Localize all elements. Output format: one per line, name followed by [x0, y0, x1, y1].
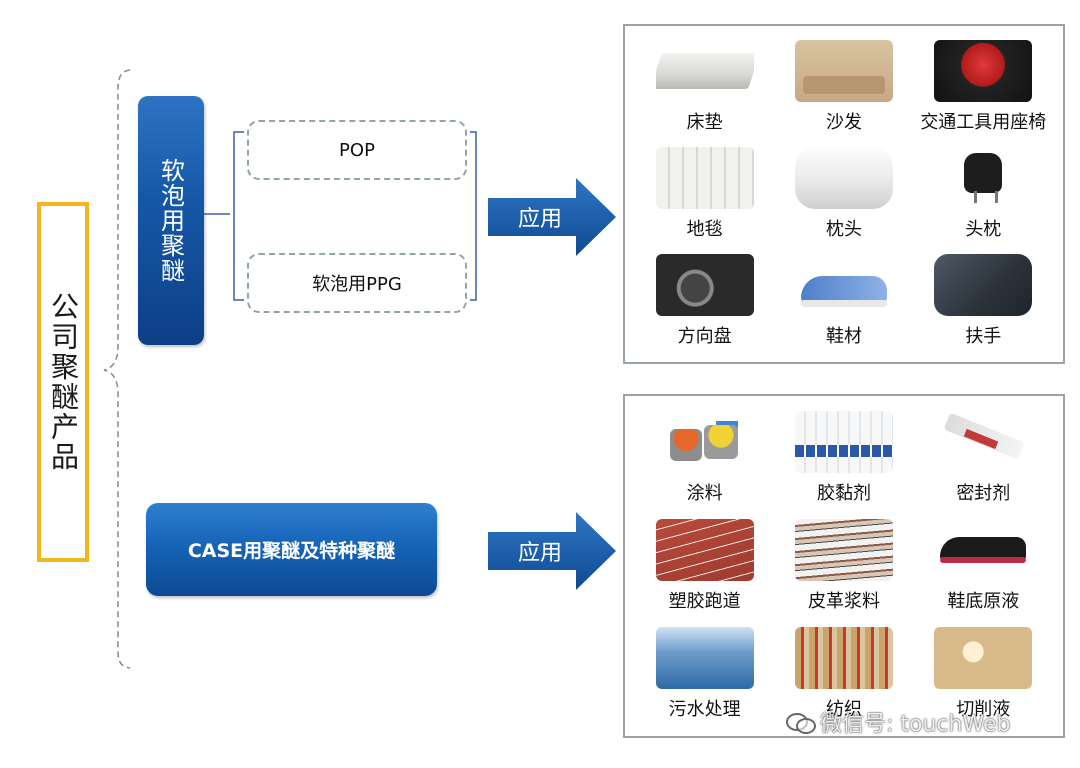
arrow-right-icon: [488, 512, 616, 590]
application-item: 沙发: [774, 34, 913, 141]
application-item: 方向盘: [635, 247, 774, 354]
application-label: 鞋底原液: [947, 591, 1020, 612]
application-label: 枕头: [825, 218, 862, 240]
application-item: 扶手: [914, 247, 1053, 354]
steering-wheel-icon: [655, 253, 754, 316]
soft-foam-polyether-pill: 软泡用聚醚: [138, 96, 204, 345]
application-label: 切削液: [956, 699, 1011, 720]
pillow-icon: [794, 146, 893, 209]
paint-icon: [656, 411, 754, 473]
application-arrow-top-label: 应用: [517, 207, 562, 232]
application-label: 塑胶跑道: [668, 591, 741, 612]
application-label: 沙发: [825, 112, 862, 134]
pop-product-box: POP: [247, 120, 467, 180]
carpet-icon: [655, 146, 754, 209]
soft-foam-polyether-label: 软泡用聚醚: [156, 158, 185, 283]
sealant-icon: [934, 411, 1032, 473]
application-arrow-top: 应用: [488, 178, 616, 256]
cutting-fluid-icon: [934, 627, 1033, 689]
application-item: 鞋材: [774, 247, 913, 354]
shoe-sole-icon: [934, 519, 1032, 581]
application-item: 塑胶跑道: [635, 512, 774, 620]
arrow-right-icon: [488, 178, 616, 256]
application-item: 涂料: [635, 404, 774, 512]
headrest-icon: [934, 147, 1032, 209]
shoe-icon: [795, 254, 893, 316]
watermark-text: 微信号: touchWeb: [820, 712, 1011, 737]
application-label: 污水处理: [668, 699, 741, 720]
application-label: 密封剂: [956, 483, 1011, 504]
application-label: 地毯: [686, 218, 723, 240]
armrest-icon: [934, 253, 1033, 316]
application-item: 交通工具用座椅: [914, 34, 1053, 141]
application-label: 皮革浆料: [807, 591, 880, 612]
company-polyether-products-box: 公司聚醚产品: [37, 202, 89, 562]
application-item: 切削液: [914, 620, 1053, 728]
soft-foam-ppg-product-box: 软泡用PPG: [247, 253, 467, 313]
soft-foam-ppg-product-label: 软泡用PPG: [312, 274, 402, 295]
application-item: 地毯: [635, 141, 774, 248]
leather-icon: [794, 519, 893, 581]
mattress-icon: [655, 40, 754, 102]
application-item: 鞋底原液: [914, 512, 1053, 620]
application-arrow-bottom: 应用: [488, 512, 616, 590]
product-bracket-lines: [204, 131, 477, 301]
application-label: 纺织: [825, 699, 862, 720]
wechat-icon: [786, 711, 816, 734]
application-label: 头枕: [965, 218, 1002, 240]
running-track-icon: [655, 519, 754, 581]
wastewater-icon: [655, 627, 754, 689]
application-item: 污水处理: [635, 620, 774, 728]
application-label: 扶手: [965, 325, 1002, 347]
wechat-watermark: 微信号: touchWeb: [786, 706, 1010, 738]
soft-foam-applications-panel: 床垫 沙发 交通工具用座椅 地毯 枕头 头枕 方向盘 鞋材: [623, 24, 1065, 364]
application-label: 鞋材: [825, 325, 862, 347]
application-label: 涂料: [686, 483, 723, 504]
application-item: 床垫: [635, 34, 774, 141]
case-polyether-label: CASE用聚醚及特种聚醚: [187, 540, 396, 562]
application-label: 胶黏剂: [816, 483, 871, 504]
pop-product-label: POP: [339, 139, 375, 161]
case-polyether-pill: CASE用聚醚及特种聚醚: [146, 503, 437, 596]
textile-icon: [794, 627, 893, 689]
application-item: 皮革浆料: [774, 512, 913, 620]
adhesive-icon: [794, 411, 893, 473]
left-curly-brace: [103, 69, 131, 669]
application-item: 密封剂: [914, 404, 1053, 512]
company-polyether-products-label: 公司聚醚产品: [47, 292, 80, 472]
sofa-icon: [794, 40, 893, 103]
case-applications-panel: 涂料 胶黏剂 密封剂 塑胶跑道 皮革浆料 鞋底原液 污水处理 纺织: [623, 394, 1065, 738]
vehicle-seat-icon: [934, 40, 1033, 103]
application-label: 方向盘: [677, 325, 732, 347]
application-label: 床垫: [686, 112, 723, 134]
application-item: 胶黏剂: [774, 404, 913, 512]
application-item: 纺织: [774, 620, 913, 728]
application-arrow-bottom-label: 应用: [517, 541, 562, 566]
application-item: 枕头: [774, 141, 913, 248]
application-label: 交通工具用座椅: [920, 112, 1047, 134]
application-item: 头枕: [914, 141, 1053, 248]
